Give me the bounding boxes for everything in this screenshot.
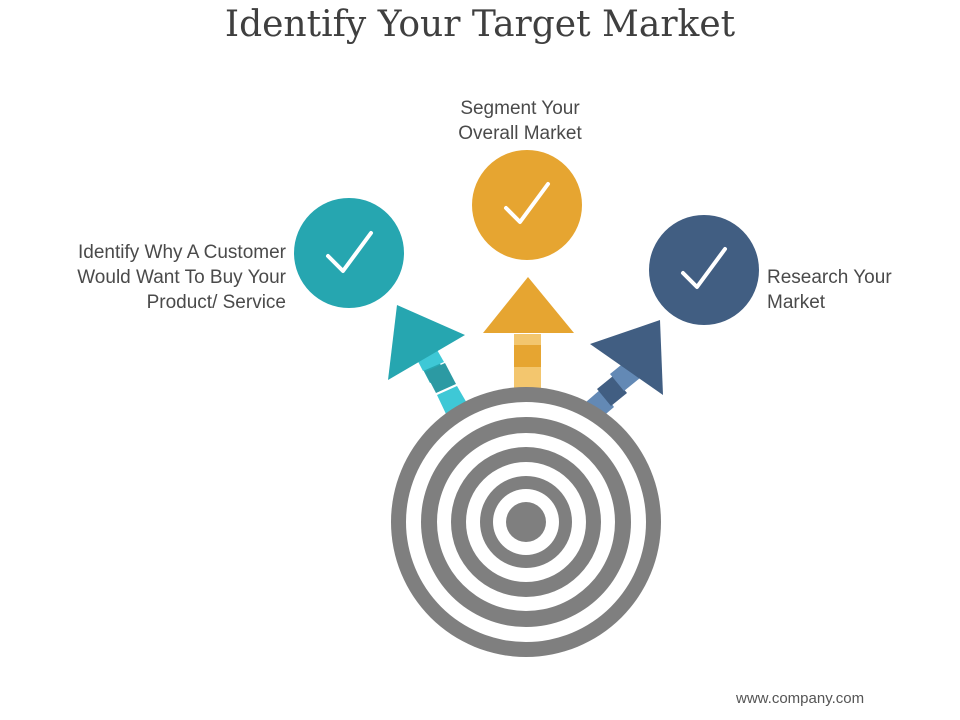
page-title: Identify Your Target Market — [224, 4, 736, 45]
checkmark-icon — [504, 182, 550, 224]
label-line: Segment Your — [460, 98, 580, 119]
label-research-market: Research Your Market — [767, 265, 947, 315]
label-segment-market: Segment Your Overall Market — [400, 96, 640, 146]
label-line: Identify Why A Customer — [77, 242, 286, 263]
circle-research-market — [649, 215, 759, 325]
label-identify-why: Identify Why A Customer Would Want To Bu… — [30, 240, 286, 315]
label-line: Research Your — [767, 267, 892, 288]
arrow-up-icon-top — [483, 277, 574, 388]
checkmark-icon — [681, 247, 727, 289]
label-line: Product/ Service — [146, 292, 286, 313]
label-line: Overall Market — [458, 123, 582, 144]
checkmark-icon — [326, 231, 373, 273]
label-line: Market — [767, 292, 826, 313]
arrow-up-icon-left — [388, 305, 468, 414]
circle-segment-market — [472, 150, 582, 260]
circle-identify-why — [294, 198, 404, 308]
arrow-up-icon-right — [586, 320, 663, 419]
target-icon — [391, 387, 661, 657]
label-line: Would Want To Buy Your — [77, 267, 286, 288]
footer-url: www.company.com — [736, 690, 865, 707]
